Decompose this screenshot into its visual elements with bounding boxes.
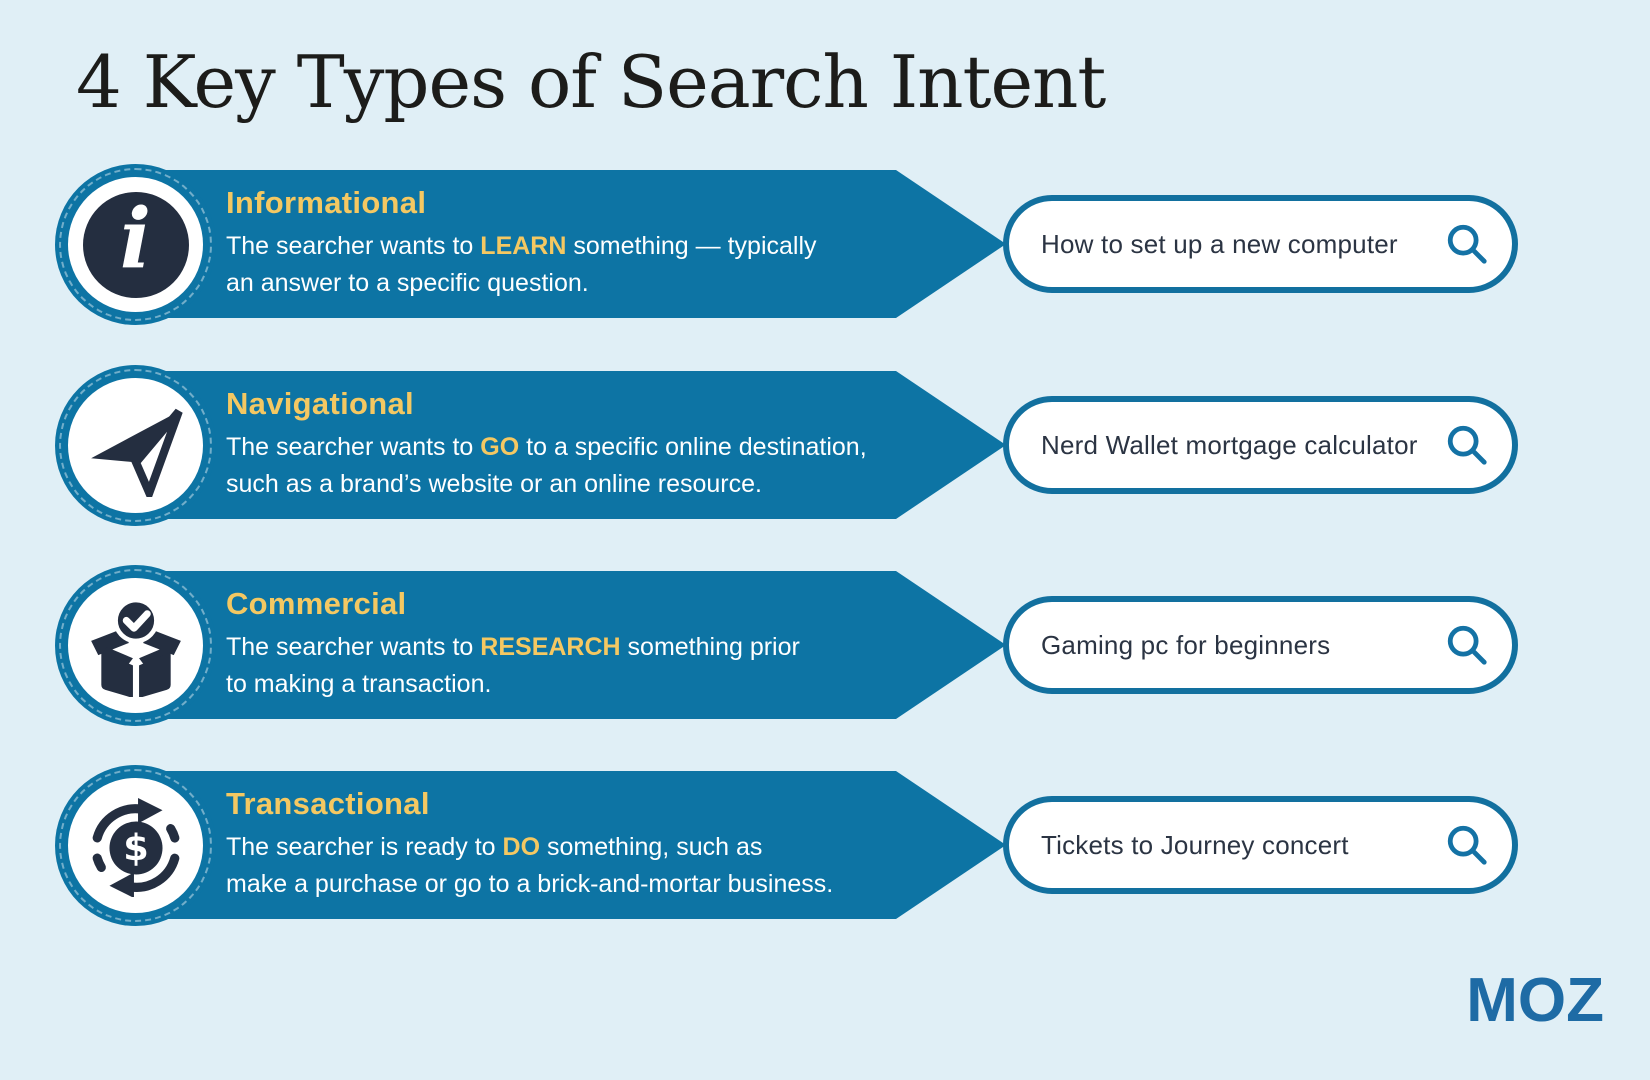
search-box-transactional[interactable]: Tickets to Journey concert <box>1003 796 1518 894</box>
intent-title: Transactional <box>226 786 430 821</box>
search-icon[interactable] <box>1444 822 1490 868</box>
search-query: Nerd Wallet mortgage calculator <box>1041 429 1418 460</box>
money-cycle-icon: $ <box>55 765 216 926</box>
banner-navigational: Navigational The searcher wants to GO to… <box>140 371 1006 519</box>
search-icon[interactable] <box>1444 221 1490 267</box>
search-box-informational[interactable]: How to set up a new computer <box>1003 195 1518 293</box>
intent-title: Informational <box>226 185 427 220</box>
moz-logo: MOZ <box>1466 966 1604 1035</box>
banner-transactional: Transactional The searcher is ready to D… <box>140 771 1006 919</box>
dashed-ring <box>59 168 212 321</box>
page-title: 4 Key Types of Search Intent <box>76 40 1106 124</box>
search-icon[interactable] <box>1444 622 1490 668</box>
search-box-navigational[interactable]: Nerd Wallet mortgage calculator <box>1003 396 1518 494</box>
svg-text:$: $ <box>123 826 149 869</box>
intent-description: The searcher wants to GO to a specific o… <box>226 433 867 498</box>
intent-row-transactional: Transactional The searcher is ready to D… <box>0 765 1650 926</box>
banner-commercial: Commercial The searcher wants to RESEARC… <box>140 571 1006 719</box>
search-box-commercial[interactable]: Gaming pc for beginners <box>1003 596 1518 694</box>
search-query: Gaming pc for beginners <box>1041 629 1331 660</box>
dashed-ring <box>59 769 212 922</box>
intent-title: Navigational <box>226 386 414 421</box>
search-query: How to set up a new computer <box>1041 228 1398 259</box>
dashed-ring <box>59 369 212 522</box>
intent-description: The searcher wants to RESEARCH something… <box>226 633 800 698</box>
intent-row-commercial: Commercial The searcher wants to RESEARC… <box>0 565 1650 726</box>
search-icon[interactable] <box>1444 422 1490 468</box>
banner-informational: Informational The searcher wants to LEAR… <box>140 170 1006 318</box>
intent-description: The searcher wants to LEARN something — … <box>226 232 817 297</box>
intent-row-informational: Informational The searcher wants to LEAR… <box>0 164 1650 325</box>
search-query: Tickets to Journey concert <box>1041 829 1349 860</box>
info-icon: i <box>55 164 216 325</box>
intent-title: Commercial <box>226 586 407 621</box>
navigation-arrow-icon <box>55 365 216 526</box>
box-check-icon <box>55 565 216 726</box>
intent-description: The searcher is ready to DO something, s… <box>226 833 834 898</box>
intent-row-navigational: Navigational The searcher wants to GO to… <box>0 365 1650 526</box>
dashed-ring <box>59 569 212 722</box>
